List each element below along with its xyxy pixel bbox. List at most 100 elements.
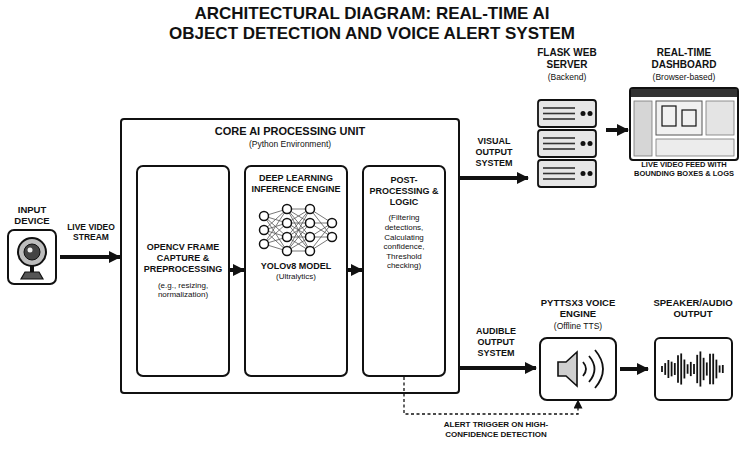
webcam-neck bbox=[30, 266, 34, 272]
network-neuron bbox=[328, 233, 337, 242]
node-heading: SPEAKER/AUDIO OUTPUT bbox=[649, 297, 737, 320]
network-neuron bbox=[283, 219, 292, 228]
network-neuron bbox=[306, 233, 315, 242]
node-heading: INPUT DEVICE bbox=[5, 204, 59, 227]
server-slot bbox=[543, 173, 575, 175]
input-device: INPUT DEVICE bbox=[4, 202, 60, 286]
wave-bar bbox=[677, 355, 679, 383]
wave-bar bbox=[664, 363, 666, 375]
screen-titlebar bbox=[631, 89, 737, 97]
server-slot bbox=[543, 178, 575, 180]
node-heading: REAL-TIME DASHBOARD bbox=[629, 47, 739, 71]
server-slot bbox=[543, 118, 575, 120]
wave-bar bbox=[716, 360, 718, 379]
node-text: (Ultralytics) bbox=[250, 272, 342, 282]
wave-bar bbox=[696, 355, 698, 383]
network-neuron bbox=[260, 212, 269, 221]
wave-bar bbox=[709, 354, 711, 384]
node-heading: PYTTSX3 VOICE ENGINE bbox=[537, 297, 619, 320]
node-heading: DEEP LEARNING INFERENCE ENGINE bbox=[250, 173, 342, 195]
web-server: FLASK WEB SERVER(Backend) bbox=[528, 45, 606, 195]
server-icon bbox=[538, 100, 596, 187]
network-neuron bbox=[328, 219, 337, 228]
node-text: (e.g., resizing, normalization) bbox=[142, 281, 224, 300]
processing-unit-box: CORE AI PROCESSING UNIT(Python Environme… bbox=[120, 118, 460, 394]
diagram-title: ARCHITECTURAL DIAGRAM: REAL-TIME AI OBJE… bbox=[112, 4, 632, 43]
wave-bar bbox=[690, 362, 692, 376]
webcam-lens bbox=[24, 244, 40, 260]
process-box: POST-PROCESSING & LOGIC(Filtering detect… bbox=[362, 165, 446, 377]
wave-bar bbox=[703, 358, 705, 380]
screen-sidebar bbox=[634, 101, 652, 156]
wave-bar bbox=[674, 363, 676, 375]
flow-arrow bbox=[60, 255, 120, 259]
wave-bar bbox=[680, 353, 682, 384]
dashboard-screen-icon bbox=[630, 88, 738, 160]
server-slot bbox=[543, 167, 575, 169]
node-text: LIVE VIDEO FEED WITH BOUNDING BOXES & LO… bbox=[629, 160, 739, 178]
bounding-box bbox=[662, 106, 676, 126]
wave-bar bbox=[712, 354, 714, 385]
network-neuron bbox=[306, 247, 315, 256]
wave-bar bbox=[684, 360, 686, 379]
flow-arrow bbox=[460, 366, 536, 370]
node-text: (Python Environment) bbox=[128, 139, 452, 149]
audio-output-icon bbox=[655, 338, 732, 400]
node-text: (Offline TTS) bbox=[537, 321, 619, 331]
voice-engine-icon bbox=[540, 338, 616, 400]
screen-log-strip bbox=[656, 139, 734, 156]
node-heading: FLASK WEB SERVER bbox=[529, 47, 605, 71]
flow-arrow bbox=[620, 367, 648, 371]
network-neuron bbox=[283, 233, 292, 242]
sound-wave bbox=[583, 362, 586, 376]
server-unit bbox=[538, 100, 596, 127]
server-unit bbox=[538, 130, 596, 157]
wave-bar bbox=[687, 364, 689, 373]
network-link bbox=[287, 209, 310, 251]
screen-frame bbox=[630, 88, 738, 160]
network-link bbox=[287, 209, 310, 251]
flow-arrow bbox=[460, 176, 528, 180]
process-box: DEEP LEARNING INFERENCE ENGINE YOLOv8 MOD… bbox=[244, 165, 348, 377]
flow-arrow bbox=[230, 268, 244, 272]
webcam-glint bbox=[28, 248, 33, 253]
node-heading: CORE AI PROCESSING UNIT bbox=[128, 125, 452, 138]
sound-wave bbox=[589, 356, 595, 382]
wave-bar bbox=[668, 360, 670, 378]
server-led bbox=[581, 111, 586, 116]
network-neuron bbox=[283, 247, 292, 256]
wave-bar bbox=[671, 362, 673, 377]
audio-frame bbox=[655, 338, 732, 400]
server-slot bbox=[543, 137, 575, 139]
dashboard: REAL-TIME DASHBOARD(Browser-based) LIVE V… bbox=[628, 45, 740, 195]
server-slot bbox=[543, 107, 575, 109]
edge-label: ALERT TRIGGER ON HIGH-CONFIDENCE DETECTI… bbox=[424, 420, 568, 439]
wave-bar bbox=[661, 366, 663, 372]
node-text: YOLOv8 MODEL bbox=[250, 261, 342, 272]
webcam-icon bbox=[8, 230, 56, 284]
node-heading: POST-PROCESSING & LOGIC bbox=[368, 175, 440, 207]
edge-label: LIVE VIDEO STREAM bbox=[62, 222, 120, 242]
node-heading: OPENCV FRAME CAPTURE & PREPROCESSING bbox=[142, 242, 224, 274]
network-neuron bbox=[260, 240, 269, 249]
edge-label: AUDIBLE OUTPUT SYSTEM bbox=[462, 326, 530, 358]
flow-arrow bbox=[348, 268, 362, 272]
network-neuron bbox=[306, 219, 315, 228]
screen-log-panel bbox=[706, 101, 734, 135]
neural-network-icon bbox=[260, 205, 337, 256]
webcam-stand bbox=[21, 272, 43, 279]
server-slot bbox=[543, 143, 575, 145]
waveform bbox=[662, 351, 723, 386]
server-led bbox=[588, 141, 593, 146]
wave-bar bbox=[719, 365, 721, 372]
voice-frame bbox=[540, 338, 616, 400]
server-unit bbox=[538, 160, 596, 187]
edge-label: VISUAL OUTPUT SYSTEM bbox=[462, 136, 526, 168]
webcam-body bbox=[18, 238, 46, 266]
server-led bbox=[581, 171, 586, 176]
wave-bar bbox=[706, 362, 708, 375]
speaker-cone bbox=[558, 352, 577, 386]
voice-engine: PYTTSX3 VOICE ENGINE(Offline TTS) bbox=[536, 295, 620, 400]
node-text: (Browser-based) bbox=[629, 72, 739, 82]
server-slot bbox=[543, 113, 575, 115]
